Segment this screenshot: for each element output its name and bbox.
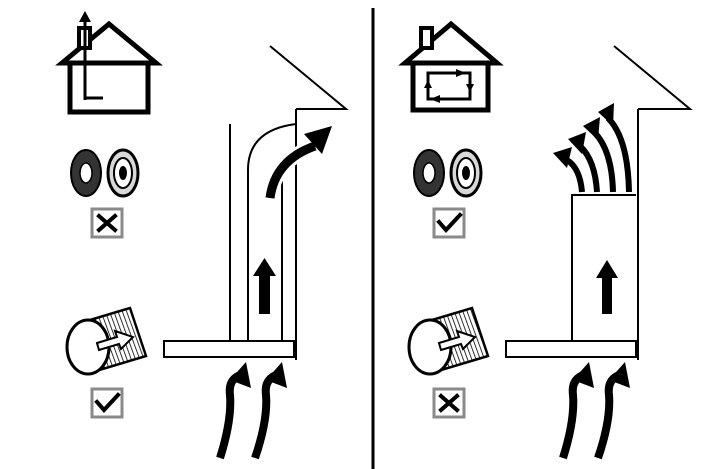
hood-canopy bbox=[505, 340, 637, 358]
carbon-filter-icon bbox=[70, 148, 140, 198]
duct-channel-inner bbox=[281, 163, 297, 340]
house-recirculate-icon bbox=[398, 20, 504, 113]
flexible-duct-icon bbox=[65, 306, 148, 376]
rising-fumes-icon bbox=[216, 362, 287, 460]
cross-icon bbox=[90, 207, 124, 239]
cross-icon bbox=[432, 387, 466, 419]
carbon-filter-icon bbox=[413, 148, 483, 198]
recirculation-arrows-icon bbox=[553, 103, 635, 193]
ceiling-roof-line bbox=[613, 45, 693, 110]
exhaust-arrow-icon bbox=[262, 126, 332, 200]
house-vent-up-icon bbox=[55, 11, 163, 115]
chimney-box bbox=[571, 194, 636, 342]
hood-canopy bbox=[163, 340, 295, 358]
up-arrow-icon bbox=[596, 260, 618, 314]
panel-ducted-extraction bbox=[55, 11, 349, 460]
rising-fumes-icon bbox=[559, 362, 630, 460]
flexible-duct-icon bbox=[407, 306, 490, 376]
panel-recirculation bbox=[398, 20, 693, 460]
duct-channel bbox=[247, 123, 297, 340]
check-icon bbox=[90, 387, 124, 419]
check-icon bbox=[432, 207, 466, 239]
ceiling-roof-line bbox=[269, 45, 349, 110]
up-arrow-icon bbox=[253, 258, 276, 314]
